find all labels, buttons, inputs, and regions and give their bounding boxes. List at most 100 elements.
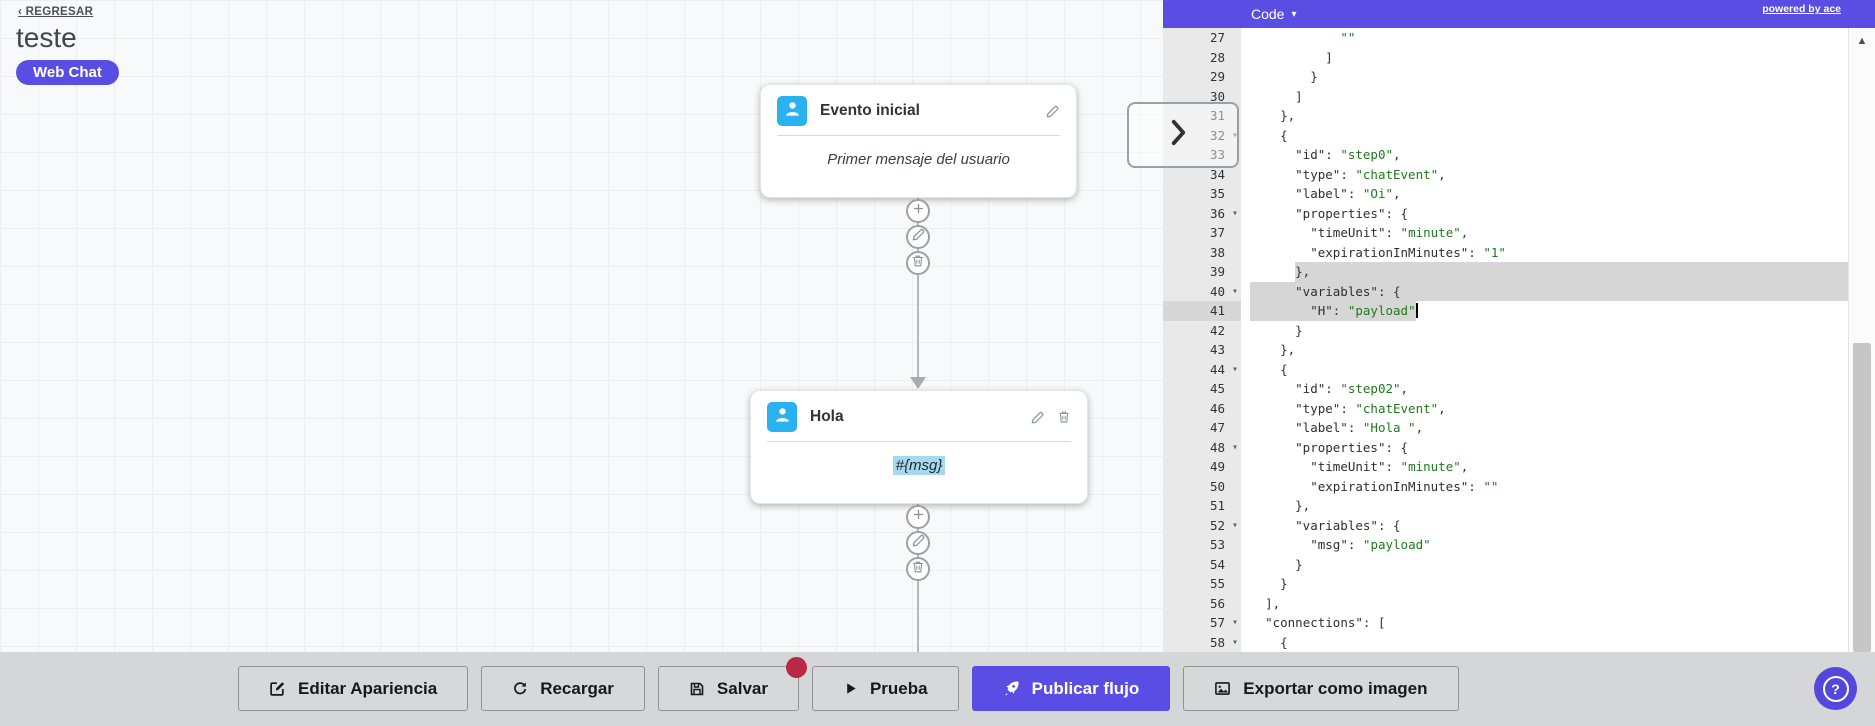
fold-arrow-icon[interactable]: ▾ <box>1231 636 1238 648</box>
node-evento-inicial[interactable]: Evento inicial Primer mensaje del usuari… <box>760 84 1077 198</box>
code-line[interactable]: 41 "H": "payload" <box>1163 301 1848 321</box>
back-link[interactable]: ‹ REGRESAR <box>18 6 94 18</box>
line-number[interactable]: 57▾ <box>1163 613 1241 633</box>
publicar-flujo-button[interactable]: Publicar flujo <box>971 666 1171 711</box>
editor-scrollbar[interactable]: ▲ <box>1848 28 1875 652</box>
code-line[interactable]: 56 ], <box>1163 593 1848 613</box>
line-number[interactable]: 30 <box>1163 86 1241 106</box>
code-line[interactable]: 58▾ { <box>1163 632 1848 652</box>
code-line[interactable]: 34 "type": "chatEvent", <box>1163 164 1848 184</box>
code-mode-dropdown[interactable]: Code ▾ <box>1251 0 1297 28</box>
line-number[interactable]: 40▾ <box>1163 281 1241 301</box>
delete-node-icon[interactable] <box>1057 410 1071 424</box>
line-number[interactable]: 34 <box>1163 164 1241 184</box>
person-icon <box>777 96 807 126</box>
code-line[interactable]: 32▾ { <box>1163 125 1848 145</box>
line-number[interactable]: 51 <box>1163 496 1241 516</box>
delete-connection-button[interactable] <box>906 557 930 581</box>
line-number[interactable]: 31 <box>1163 106 1241 126</box>
code-line[interactable]: 48▾ "properties": { <box>1163 437 1848 457</box>
code-line[interactable]: 29 } <box>1163 67 1848 87</box>
code-line[interactable]: 55 } <box>1163 574 1848 594</box>
line-number[interactable]: 56 <box>1163 593 1241 613</box>
code-line[interactable]: 28 ] <box>1163 47 1848 67</box>
line-number[interactable]: 38 <box>1163 242 1241 262</box>
help-button[interactable]: ? <box>1814 667 1857 710</box>
line-number[interactable]: 54 <box>1163 554 1241 574</box>
line-number[interactable]: 52▾ <box>1163 515 1241 535</box>
line-number[interactable]: 48▾ <box>1163 437 1241 457</box>
code-line[interactable]: 33 "id": "step0", <box>1163 145 1848 165</box>
code-line[interactable]: 30 ] <box>1163 86 1848 106</box>
line-number[interactable]: 47 <box>1163 418 1241 438</box>
line-number[interactable]: 42 <box>1163 320 1241 340</box>
code-line[interactable]: 31 }, <box>1163 106 1848 126</box>
code-line[interactable]: 44▾ { <box>1163 359 1848 379</box>
code-line[interactable]: 39 }, <box>1163 262 1848 282</box>
code-line[interactable]: 54 } <box>1163 554 1848 574</box>
code-line[interactable]: 57▾ "connections": [ <box>1163 613 1848 633</box>
fold-arrow-icon[interactable]: ▾ <box>1231 207 1238 219</box>
fold-arrow-icon[interactable]: ▾ <box>1231 285 1238 297</box>
powered-by-ace-link[interactable]: powered by ace <box>1762 3 1841 15</box>
line-number[interactable]: 55 <box>1163 574 1241 594</box>
code-line[interactable]: 35 "label": "Oi", <box>1163 184 1848 204</box>
edit-node-icon[interactable] <box>1045 104 1060 119</box>
code-line[interactable]: 53 "msg": "payload" <box>1163 535 1848 555</box>
scroll-up-icon[interactable]: ▲ <box>1856 35 1868 47</box>
fold-arrow-icon[interactable]: ▾ <box>1231 519 1238 531</box>
line-number[interactable]: 45 <box>1163 379 1241 399</box>
code-line[interactable]: 52▾ "variables": { <box>1163 515 1848 535</box>
code-line[interactable]: 36▾ "properties": { <box>1163 203 1848 223</box>
line-number[interactable]: 53 <box>1163 535 1241 555</box>
flow-canvas[interactable]: ‹ REGRESAR teste Web Chat Evento inicial… <box>0 0 1163 652</box>
fold-arrow-icon[interactable]: ▾ <box>1231 617 1238 628</box>
code-line[interactable]: 27 "" <box>1163 28 1848 48</box>
line-number[interactable]: 43 <box>1163 340 1241 360</box>
code-line[interactable]: 43 }, <box>1163 340 1848 360</box>
line-number[interactable]: 49 <box>1163 457 1241 477</box>
collapse-code-panel-button[interactable] <box>1127 102 1239 168</box>
line-number[interactable]: 44▾ <box>1163 359 1241 379</box>
edit-connection-button[interactable] <box>906 531 930 555</box>
code-line[interactable]: 49 "timeUnit": "minute", <box>1163 457 1848 477</box>
line-number[interactable]: 28 <box>1163 47 1241 67</box>
code-line[interactable]: 38 "expirationInMinutes": "1" <box>1163 242 1848 262</box>
editar-apariencia-button[interactable]: Editar Apariencia <box>238 666 469 711</box>
add-step-button[interactable] <box>906 199 930 223</box>
code-line[interactable]: 37 "timeUnit": "minute", <box>1163 223 1848 243</box>
code-line[interactable]: 40▾ "variables": { <box>1163 281 1848 301</box>
node-hola[interactable]: Hola #{msg} <box>750 390 1088 504</box>
delete-connection-button[interactable] <box>906 251 930 275</box>
fold-arrow-icon[interactable]: ▾ <box>1231 363 1238 375</box>
edit-connection-button[interactable] <box>906 225 930 249</box>
line-number[interactable]: 37 <box>1163 223 1241 243</box>
add-step-button[interactable] <box>906 505 930 529</box>
fold-arrow-icon[interactable]: ▾ <box>1231 129 1238 141</box>
line-number[interactable]: 50 <box>1163 476 1241 496</box>
scrollbar-thumb[interactable] <box>1853 343 1871 652</box>
code-line[interactable]: 51 }, <box>1163 496 1848 516</box>
code-line[interactable]: 50 "expirationInMinutes": "" <box>1163 476 1848 496</box>
code-line[interactable]: 45 "id": "step02", <box>1163 379 1848 399</box>
edit-node-icon[interactable] <box>1030 410 1045 425</box>
line-number[interactable]: 35 <box>1163 184 1241 204</box>
code-line[interactable]: 46 "type": "chatEvent", <box>1163 398 1848 418</box>
line-number[interactable]: 29 <box>1163 67 1241 87</box>
recargar-button[interactable]: Recargar <box>481 666 645 711</box>
code-line[interactable]: 42 } <box>1163 320 1848 340</box>
line-number[interactable]: 41 <box>1163 301 1241 321</box>
line-number[interactable]: 27 <box>1163 28 1241 48</box>
line-number[interactable]: 58▾ <box>1163 632 1241 652</box>
exportar-como-imagen-button[interactable]: Exportar como imagen <box>1183 666 1459 711</box>
line-number[interactable]: 46 <box>1163 398 1241 418</box>
code-line[interactable]: 47 "label": "Hola ", <box>1163 418 1848 438</box>
channel-badge: Web Chat <box>16 60 119 85</box>
fold-arrow-icon[interactable]: ▾ <box>1231 441 1238 453</box>
salvar-button[interactable]: Salvar <box>657 657 807 711</box>
line-number[interactable]: 39 <box>1163 262 1241 282</box>
prueba-button[interactable]: Prueba <box>811 666 959 711</box>
line-number[interactable]: 36▾ <box>1163 203 1241 223</box>
code-lines[interactable]: 27 ""28 ]29 }30 ]31 },32▾ {33 "id": "ste… <box>1163 28 1848 652</box>
line-number[interactable]: 33 <box>1163 145 1241 165</box>
